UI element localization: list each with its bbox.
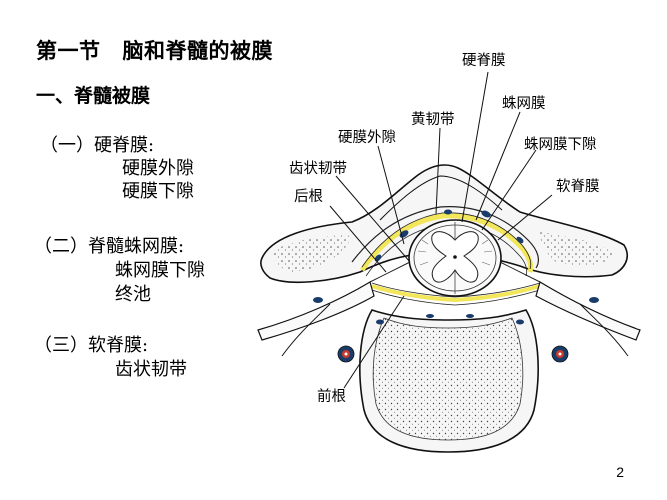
label-pia-mater: 软脊膜 bbox=[556, 179, 600, 195]
label-epidural-space: 硬膜外隙 bbox=[338, 130, 396, 146]
title-part-1: 第一节 bbox=[36, 39, 101, 63]
bone-texture-left bbox=[273, 235, 352, 272]
section-1-head: （一）硬脊膜: bbox=[40, 135, 155, 156]
section-heading: 一、脊髓被膜 bbox=[36, 85, 151, 107]
section-1-item-2: 硬膜下隙 bbox=[122, 181, 194, 202]
label-arachnoid: 蛛网膜 bbox=[502, 96, 546, 112]
section-2-item-2: 终池 bbox=[115, 284, 151, 305]
leader-lines bbox=[329, 71, 553, 389]
page-number: 2 bbox=[616, 464, 624, 480]
label-anterior-root: 前根 bbox=[317, 389, 346, 405]
label-ligamentum-flavum: 黄韧带 bbox=[411, 112, 455, 128]
spinal-nerve-left bbox=[257, 281, 375, 341]
section-3-item-1: 齿状韧带 bbox=[115, 359, 187, 380]
bone-texture-right bbox=[540, 232, 614, 266]
title-part-2: 脑和脊髓的被膜 bbox=[122, 39, 273, 63]
label-subarachnoid-space: 蛛网膜下隙 bbox=[524, 137, 597, 153]
label-denticulate-ligament: 齿状韧带 bbox=[289, 161, 347, 177]
slide-title: 第一节脑和脊髓的被膜 bbox=[36, 41, 273, 62]
spinal-nerve-right bbox=[535, 281, 641, 341]
section-1-item-1: 硬膜外隙 bbox=[122, 158, 194, 179]
label-posterior-root: 后根 bbox=[294, 189, 323, 205]
section-2-head: （二）脊髓蛛网膜: bbox=[34, 236, 185, 257]
section-2-item-1: 蛛网膜下隙 bbox=[115, 260, 205, 281]
section-3-head: （三）软脊膜: bbox=[34, 335, 149, 356]
label-dura: 硬脊膜 bbox=[462, 53, 506, 69]
